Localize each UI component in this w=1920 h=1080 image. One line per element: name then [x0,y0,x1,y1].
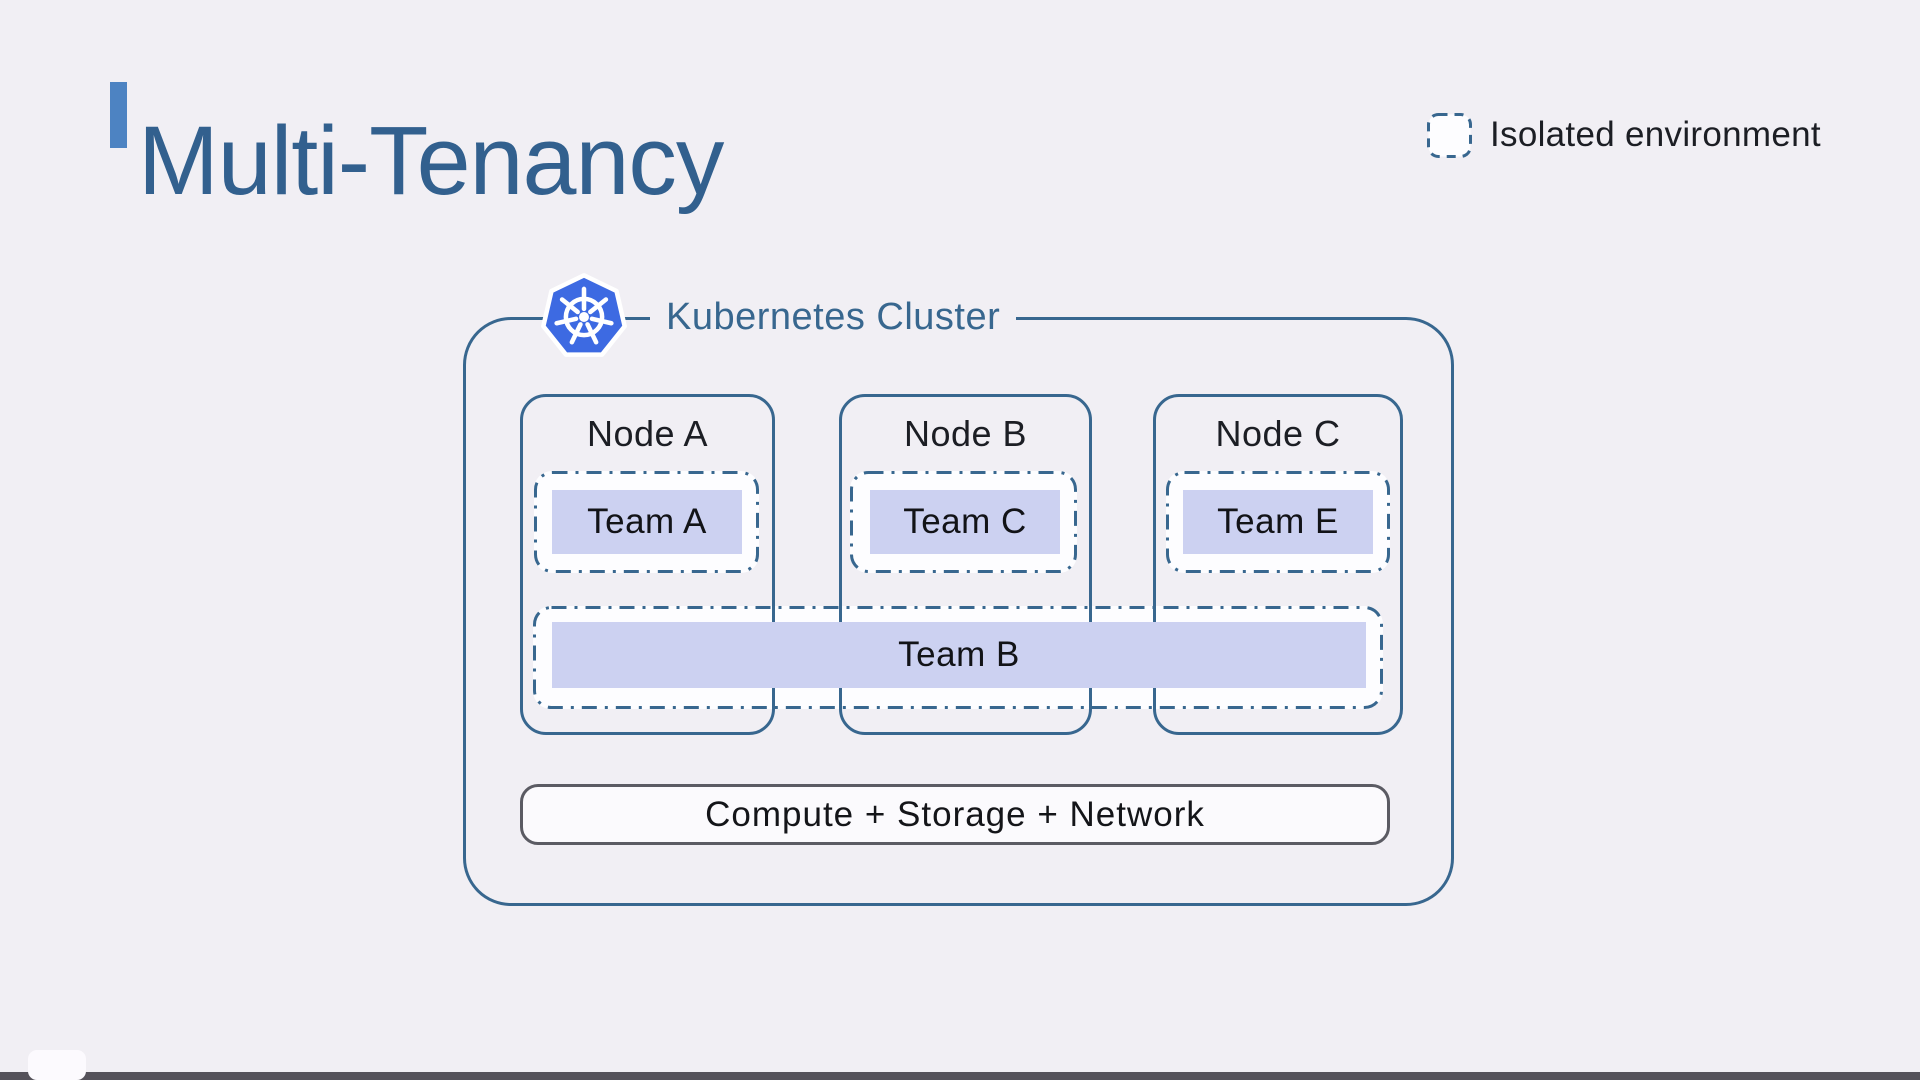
title-accent-bar [110,82,127,148]
team-e-chip: Team E [1183,490,1373,554]
player-scrubber-highlight [28,1050,86,1080]
node-a-title: Node A [586,413,709,454]
node-b-box: Node B [839,394,1092,735]
team-e-isolation-border [1166,471,1390,573]
legend-label: Isolated environment [1490,115,1821,154]
page-title: Multi-Tenancy [138,105,724,215]
node-a-box: Node A [520,394,775,735]
kubernetes-icon [541,273,627,357]
node-b-title: Node B [903,413,1028,454]
player-progress-bar[interactable] [0,1072,1920,1080]
team-a-chip: Team A [552,490,742,554]
team-a-isolation-border [534,471,759,573]
team-c-isolation-border [850,471,1077,573]
team-c-chip: Team C [870,490,1060,554]
node-c-title: Node C [1215,413,1341,454]
isolated-environment-icon [1427,112,1472,158]
legend-isolated-environment: Isolated environment [1427,112,1821,158]
team-b-isolation-border [533,606,1383,709]
team-b-chip: Team B [552,622,1366,688]
infrastructure-box: Compute + Storage + Network [520,784,1390,845]
node-c-box: Node C [1153,394,1403,735]
kubernetes-cluster-label: Kubernetes Cluster [650,294,1017,340]
